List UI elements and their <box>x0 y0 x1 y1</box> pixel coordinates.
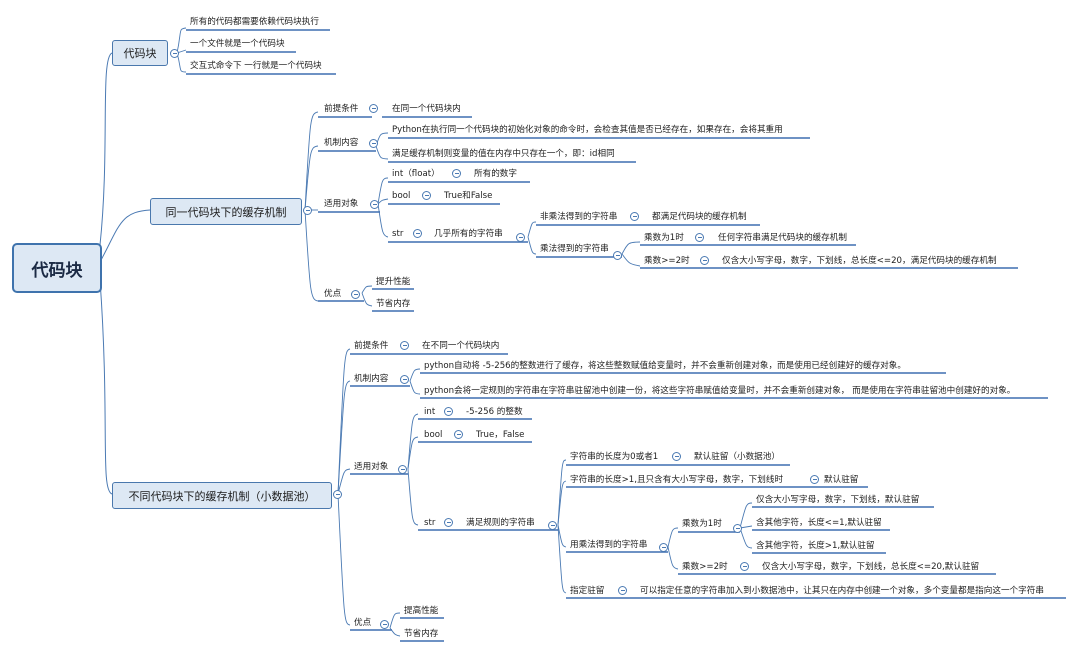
collapse-toggle-icon[interactable] <box>659 543 668 552</box>
type-str: str <box>392 229 404 239</box>
branch-code-block[interactable]: 代码块 <box>112 40 168 66</box>
collapse-toggle-icon[interactable] <box>398 465 407 474</box>
collapse-toggle-icon[interactable] <box>370 200 379 209</box>
mechanism-item: python自动将 -5-256的整数进行了缓存，将这些整数赋值给变量时，并不会… <box>424 361 906 371</box>
mechanism-label: 机制内容 <box>324 138 359 148</box>
type-bool: bool <box>424 430 443 440</box>
nonmul-value: 都满足代码块的缓存机制 <box>652 212 747 222</box>
assign-value: 可以指定任意的字符串加入到小数据池中，让其只在内存中创建一个对象，多个变量都是指… <box>640 586 1044 596</box>
collapse-toggle-icon[interactable] <box>700 256 709 265</box>
collapse-toggle-icon[interactable] <box>454 430 463 439</box>
mul1-item: 含其他字符，长度<=1,默认驻留 <box>756 518 882 528</box>
type-str-value: 满足规则的字符串 <box>466 518 535 528</box>
premise-value: 在不同一个代码块内 <box>422 341 500 351</box>
leaf-text: 一个文件就是一个代码块 <box>190 39 285 49</box>
collapse-toggle-icon[interactable] <box>810 475 819 484</box>
advantage-item: 节省内存 <box>404 629 439 639</box>
collapse-toggle-icon[interactable] <box>170 49 179 58</box>
collapse-toggle-icon[interactable] <box>400 375 409 384</box>
collapse-toggle-icon[interactable] <box>733 524 742 533</box>
mechanism-item: python会将一定规则的字符串在字符串驻留池中创建一份，将这些字符串赋值给变量… <box>424 386 1016 396</box>
type-int-value: 所有的数字 <box>474 169 517 179</box>
premise-label: 前提条件 <box>324 104 359 114</box>
apply-label: 适用对象 <box>324 199 359 209</box>
collapse-toggle-icon[interactable] <box>630 212 639 221</box>
collapse-toggle-icon[interactable] <box>413 229 422 238</box>
mul1-label: 乘数为1时 <box>682 519 722 529</box>
mechanism-item: Python在执行同一个代码块的初始化对象的命令时，会检查其值是否已经存在，如果… <box>392 125 783 135</box>
len1-label: 字符串的长度>1,且只含有大小写字母，数字，下划线时 <box>570 475 784 485</box>
type-int-value: -5-256 的整数 <box>466 407 523 417</box>
mul-label: 乘法得到的字符串 <box>540 244 609 254</box>
collapse-toggle-icon[interactable] <box>548 521 557 530</box>
len1-value: 默认驻留 <box>824 475 859 485</box>
collapse-toggle-icon[interactable] <box>351 290 360 299</box>
advantage-item: 节省内存 <box>376 299 411 309</box>
mechanism-item: 满足缓存机制则变量的值在内存中只存在一个，即：id相同 <box>392 149 615 159</box>
collapse-toggle-icon[interactable] <box>618 586 627 595</box>
assign-label: 指定驻留 <box>570 586 605 596</box>
collapse-toggle-icon[interactable] <box>380 620 389 629</box>
collapse-toggle-icon[interactable] <box>333 490 342 499</box>
collapse-toggle-icon[interactable] <box>444 518 453 527</box>
type-int: int（float） <box>392 169 440 179</box>
type-str-value: 几乎所有的字符串 <box>434 229 503 239</box>
premise-label: 前提条件 <box>354 341 389 351</box>
mul2-label: 乘数>=2时 <box>682 562 728 572</box>
mul-label: 用乘法得到的字符串 <box>570 540 648 550</box>
collapse-toggle-icon[interactable] <box>695 233 704 242</box>
premise-value: 在同一个代码块内 <box>392 104 461 114</box>
leaf-text: 交互式命令下 一行就是一个代码块 <box>190 61 322 71</box>
branch-small-data-pool[interactable]: 不同代码块下的缓存机制（小数据池） <box>112 482 332 509</box>
collapse-toggle-icon[interactable] <box>672 452 681 461</box>
collapse-toggle-icon[interactable] <box>444 407 453 416</box>
collapse-toggle-icon[interactable] <box>452 169 461 178</box>
mul1-item: 含其他字符，长度>1,默认驻留 <box>756 541 875 551</box>
collapse-toggle-icon[interactable] <box>740 562 749 571</box>
advantage-item: 提升性能 <box>376 277 411 287</box>
mul1-item: 仅含大小写字母，数字，下划线，默认驻留 <box>756 495 920 505</box>
collapse-toggle-icon[interactable] <box>422 191 431 200</box>
collapse-toggle-icon[interactable] <box>516 233 525 242</box>
mechanism-label: 机制内容 <box>354 374 389 384</box>
leaf-text: 所有的代码都需要依赖代码块执行 <box>190 17 319 27</box>
branch-same-block-cache-label: 同一代码块下的缓存机制 <box>165 205 287 219</box>
mul2-label: 乘数>=2时 <box>644 256 690 266</box>
branch-same-block-cache[interactable]: 同一代码块下的缓存机制 <box>150 198 302 225</box>
root-node[interactable]: 代码块 <box>12 243 102 293</box>
advantage-item: 提高性能 <box>404 606 439 616</box>
collapse-toggle-icon[interactable] <box>369 104 378 113</box>
collapse-toggle-icon[interactable] <box>369 139 378 148</box>
mul1-label: 乘数为1时 <box>644 233 684 243</box>
len01-label: 字符串的长度为0或者1 <box>570 452 659 462</box>
branch-small-data-pool-label: 不同代码块下的缓存机制（小数据池） <box>128 489 316 503</box>
type-bool: bool <box>392 191 411 201</box>
len01-value: 默认驻留（小数据池） <box>694 452 780 462</box>
type-bool-value: True和False <box>444 191 493 201</box>
nonmul-label: 非乘法得到的字符串 <box>540 212 618 222</box>
type-bool-value: True，False <box>476 430 525 440</box>
root-label: 代码块 <box>31 260 83 281</box>
apply-label: 适用对象 <box>354 462 389 472</box>
type-str: str <box>424 518 436 528</box>
collapse-toggle-icon[interactable] <box>613 251 622 260</box>
mul2-value: 仅含大小写字母，数字，下划线，总长度<=20，满足代码块的缓存机制 <box>722 256 997 266</box>
advantage-label: 优点 <box>354 618 372 628</box>
collapse-toggle-icon[interactable] <box>303 206 312 215</box>
mul1-value: 任何字符串满足代码块的缓存机制 <box>718 233 847 243</box>
advantage-label: 优点 <box>324 289 342 299</box>
branch-code-block-label: 代码块 <box>123 47 157 60</box>
collapse-toggle-icon[interactable] <box>400 341 409 350</box>
mul2-value: 仅含大小写字母，数字，下划线，总长度<=20,默认驻留 <box>762 562 980 572</box>
type-int: int <box>424 407 436 417</box>
